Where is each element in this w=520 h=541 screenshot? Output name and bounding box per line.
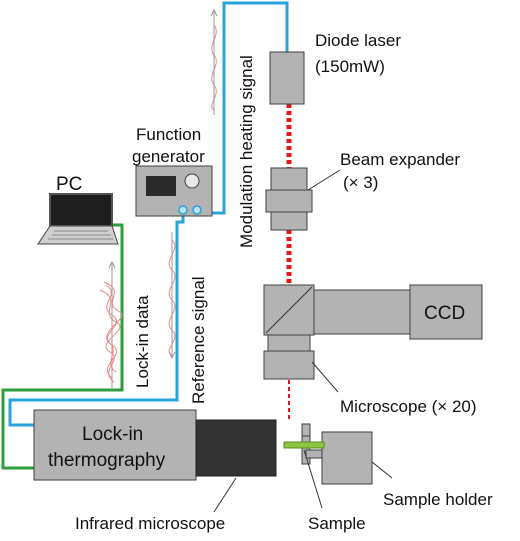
beam-expander-magnification: (× 3) [343, 173, 378, 192]
function-generator-screen [146, 176, 176, 196]
pc-laptop [37, 193, 119, 245]
diode-power-label: (150mW) [315, 57, 385, 76]
pc-label: PC [56, 174, 82, 195]
function-generator-port-1 [178, 205, 188, 215]
beam-expander [265, 167, 313, 231]
lockin-data-label: Lock-in data [133, 295, 152, 388]
microscope-pointer [311, 361, 339, 393]
sample-label: Sample [308, 514, 366, 533]
reference-wave-decoration [168, 232, 176, 360]
sample-holder [301, 423, 373, 485]
function-generator-port-2 [192, 205, 202, 215]
infrared-microscope [195, 419, 277, 477]
lockin-data-wire [1, 223, 124, 470]
beam-expander-pointer [307, 169, 341, 191]
function-generator-knob [184, 173, 200, 189]
function-generator-label-2: generator [132, 147, 205, 166]
lockin-thermography [33, 409, 197, 481]
optical-tube [313, 289, 415, 335]
sample-pointer [303, 449, 323, 509]
function-generator-label-1: Function [136, 125, 201, 144]
ccd-camera [409, 284, 483, 340]
beam-expander-label: Beam expander [340, 150, 460, 169]
beam-splitter-mirror [265, 286, 313, 334]
microscope-label: Microscope (× 20) [340, 397, 477, 416]
lockin-data-wave-decoration [99, 260, 123, 390]
lockin-label-2: thermography [48, 450, 166, 471]
reference-signal-wire [8, 214, 185, 427]
microscope [263, 334, 315, 380]
sample-holder-label: Sample holder [383, 490, 493, 509]
reference-signal-label: Reference signal [189, 276, 208, 404]
infrared-microscope-label: Infrared microscope [75, 514, 225, 533]
sample-holder-pointer [371, 461, 393, 479]
diode-laser [269, 51, 305, 105]
modulation-wave-decoration [210, 8, 218, 115]
lockin-label-1: Lock-in [82, 424, 143, 445]
ccd-label: CCD [424, 303, 465, 324]
modulation-signal-label: Modulation heating signal [237, 55, 256, 248]
modulation-signal-wire [197, 1, 289, 215]
diode-laser-label: Diode laser [315, 31, 401, 50]
infrared-microscope-pointer [213, 477, 237, 513]
sample [283, 441, 325, 449]
